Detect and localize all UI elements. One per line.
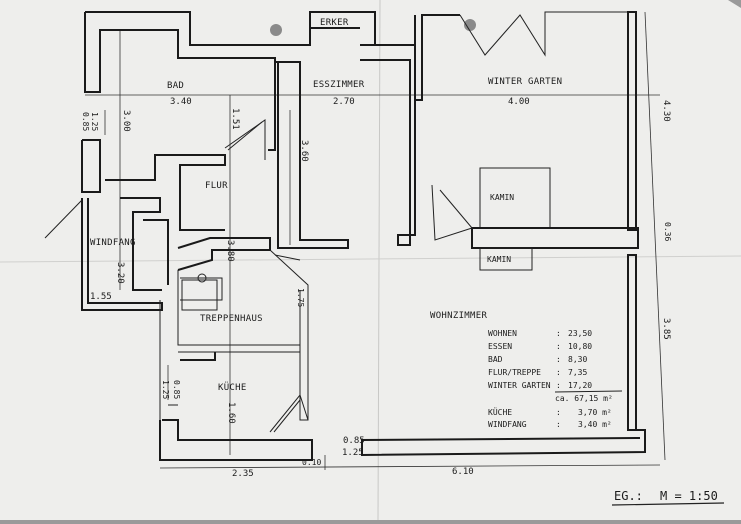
dim-windfang-height: 3.20 bbox=[115, 262, 125, 284]
area-row-sep: : bbox=[556, 381, 561, 390]
dim-kueche-height: 1.60 bbox=[226, 402, 236, 424]
room-label-erker: ERKER bbox=[320, 18, 349, 28]
room-label-kueche: KÜCHE bbox=[218, 382, 247, 393]
dim-right-upper: 4.30 bbox=[661, 100, 671, 122]
area-row-value: 7,35 bbox=[568, 368, 587, 377]
area-extra-value: 3,40 m² bbox=[578, 420, 612, 429]
area-table: WOHNEN:23,50ESSEN:10,80BAD:8,30FLUR/TREP… bbox=[488, 329, 623, 429]
dim-right-lower: 3.85 bbox=[661, 318, 671, 340]
dim-right-mid: 0.36 bbox=[663, 222, 672, 241]
area-row-label: WOHNEN bbox=[488, 329, 517, 338]
dim-bottom-010: 0.10 bbox=[302, 458, 321, 467]
room-label-flur: FLUR bbox=[205, 181, 228, 191]
dim-bottom-085: 0.85 bbox=[343, 436, 365, 446]
dim-left-125: 1.25 bbox=[90, 112, 99, 131]
dim-bottom-235: 2.35 bbox=[232, 469, 254, 479]
dim-flur-height: 3.80 bbox=[225, 240, 235, 262]
area-row-label: WINTER GARTEN bbox=[488, 381, 551, 390]
dim-bottom-125: 1.25 bbox=[342, 448, 364, 458]
area-row-sep: : bbox=[556, 329, 561, 338]
dim-flur-vertical: 1.51 bbox=[230, 108, 240, 130]
dim-bottom-610: 6.10 bbox=[452, 467, 474, 477]
area-row-label: ESSEN bbox=[488, 342, 512, 351]
plan-title: EG.: bbox=[614, 489, 643, 503]
dim-bad-width: 3.40 bbox=[170, 97, 192, 107]
area-row-value: 23,50 bbox=[568, 329, 592, 338]
scale-underline bbox=[611, 502, 725, 506]
area-row-sep: : bbox=[556, 368, 561, 377]
area-row-value: 17,20 bbox=[568, 381, 592, 390]
area-extra-value: 3,70 m² bbox=[578, 408, 612, 417]
plan-scale: M = 1:50 bbox=[660, 489, 718, 503]
room-label-kamin-lower: KAMIN bbox=[487, 255, 511, 264]
punch-hole-left bbox=[270, 24, 282, 36]
room-label-bad: BAD bbox=[167, 81, 184, 91]
room-label-windfang: WINDFANG bbox=[90, 238, 136, 248]
area-row-sep: : bbox=[556, 355, 561, 364]
area-extra-sep: : bbox=[556, 408, 561, 417]
area-row-value: 8,30 bbox=[568, 355, 587, 364]
dim-bad-height: 3.00 bbox=[121, 110, 131, 132]
dim-left-085: 0.85 bbox=[81, 112, 90, 131]
paper-fold bbox=[377, 0, 381, 521]
dim-windfang-width: 1.55 bbox=[90, 292, 112, 302]
punch-hole-right bbox=[464, 19, 476, 31]
dim-treppe-height: 1.75 bbox=[296, 288, 305, 307]
room-label-kamin-upper: KAMIN bbox=[490, 193, 514, 202]
area-row-label: BAD bbox=[488, 355, 503, 364]
area-row-value: 10,80 bbox=[568, 342, 592, 351]
paper-fold-horizontal bbox=[0, 255, 741, 263]
dim-wintergarten-width: 4.00 bbox=[508, 97, 530, 107]
dim-esszimmer-width: 2.70 bbox=[333, 97, 355, 107]
area-extra-label: KÜCHE bbox=[488, 407, 512, 417]
area-extra-sep: : bbox=[556, 420, 561, 429]
room-label-esszimmer: ESSZIMMER bbox=[313, 80, 365, 90]
room-label-treppenhaus: TREPPENHAUS bbox=[200, 314, 263, 324]
dim-esszimmer-height: 3.60 bbox=[299, 140, 309, 162]
area-extra-label: WINDFANG bbox=[488, 420, 527, 429]
area-sum-line bbox=[554, 390, 623, 393]
area-total: ca. 67,15 m² bbox=[555, 394, 613, 403]
dim-left-085b: 0.85 bbox=[172, 380, 181, 399]
room-label-wintergarten: WINTER GARTEN bbox=[488, 77, 562, 87]
room-label-wohnzimmer: WOHNZIMMER bbox=[430, 311, 487, 321]
dim-left-125b: 1.25 bbox=[161, 380, 170, 399]
area-row-label: FLUR/TREPPE bbox=[488, 368, 541, 377]
walls bbox=[44, 11, 646, 461]
dimension-lines bbox=[85, 11, 666, 470]
area-row-sep: : bbox=[556, 342, 561, 351]
